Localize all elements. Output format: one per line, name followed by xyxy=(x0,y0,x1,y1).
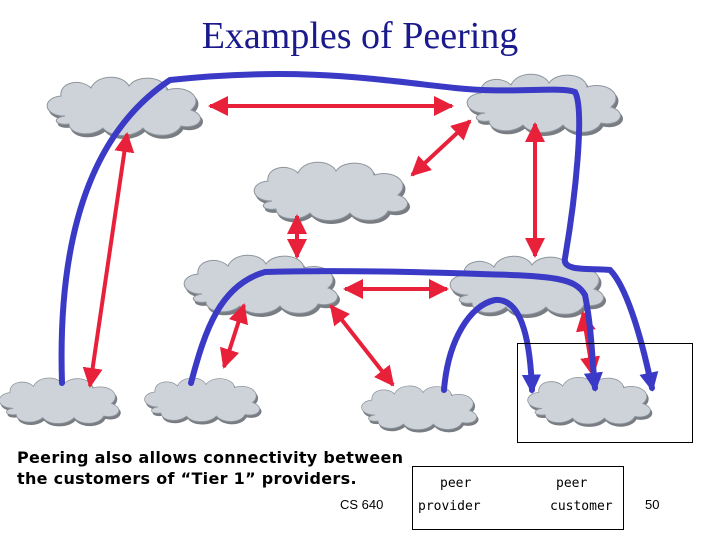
legend xyxy=(412,466,624,530)
legend-provider-label: provider xyxy=(418,499,481,514)
caption-line-1: Peering also allows connectivity between xyxy=(17,448,404,467)
legend-peer-right: peer xyxy=(556,476,588,491)
double-arrow-icon xyxy=(220,303,248,369)
cloud-icon xyxy=(0,377,120,424)
legend-customer-label: customer xyxy=(550,499,613,514)
cloud-icon xyxy=(253,161,408,221)
double-arrow-icon xyxy=(82,132,135,388)
page-number: 50 xyxy=(645,497,660,512)
cloud-icon xyxy=(466,73,621,133)
cloud-icon xyxy=(361,385,477,430)
double-arrow-icon xyxy=(329,304,395,387)
traffic-paths xyxy=(58,71,659,394)
caption-line-2: the customers of “Tier 1” providers. xyxy=(17,469,357,488)
customer-highlight-box xyxy=(517,343,693,443)
peer-arrows xyxy=(82,96,601,388)
cloud-icon xyxy=(144,377,260,422)
course-label: CS 640 xyxy=(340,497,384,512)
legend-peer-left: peer xyxy=(440,476,472,491)
double-arrow-icon xyxy=(410,119,472,177)
slide-title: Examples of Peering xyxy=(201,15,519,57)
caption: Peering also allows connectivity between… xyxy=(17,447,437,489)
cloud-icon xyxy=(183,254,338,314)
